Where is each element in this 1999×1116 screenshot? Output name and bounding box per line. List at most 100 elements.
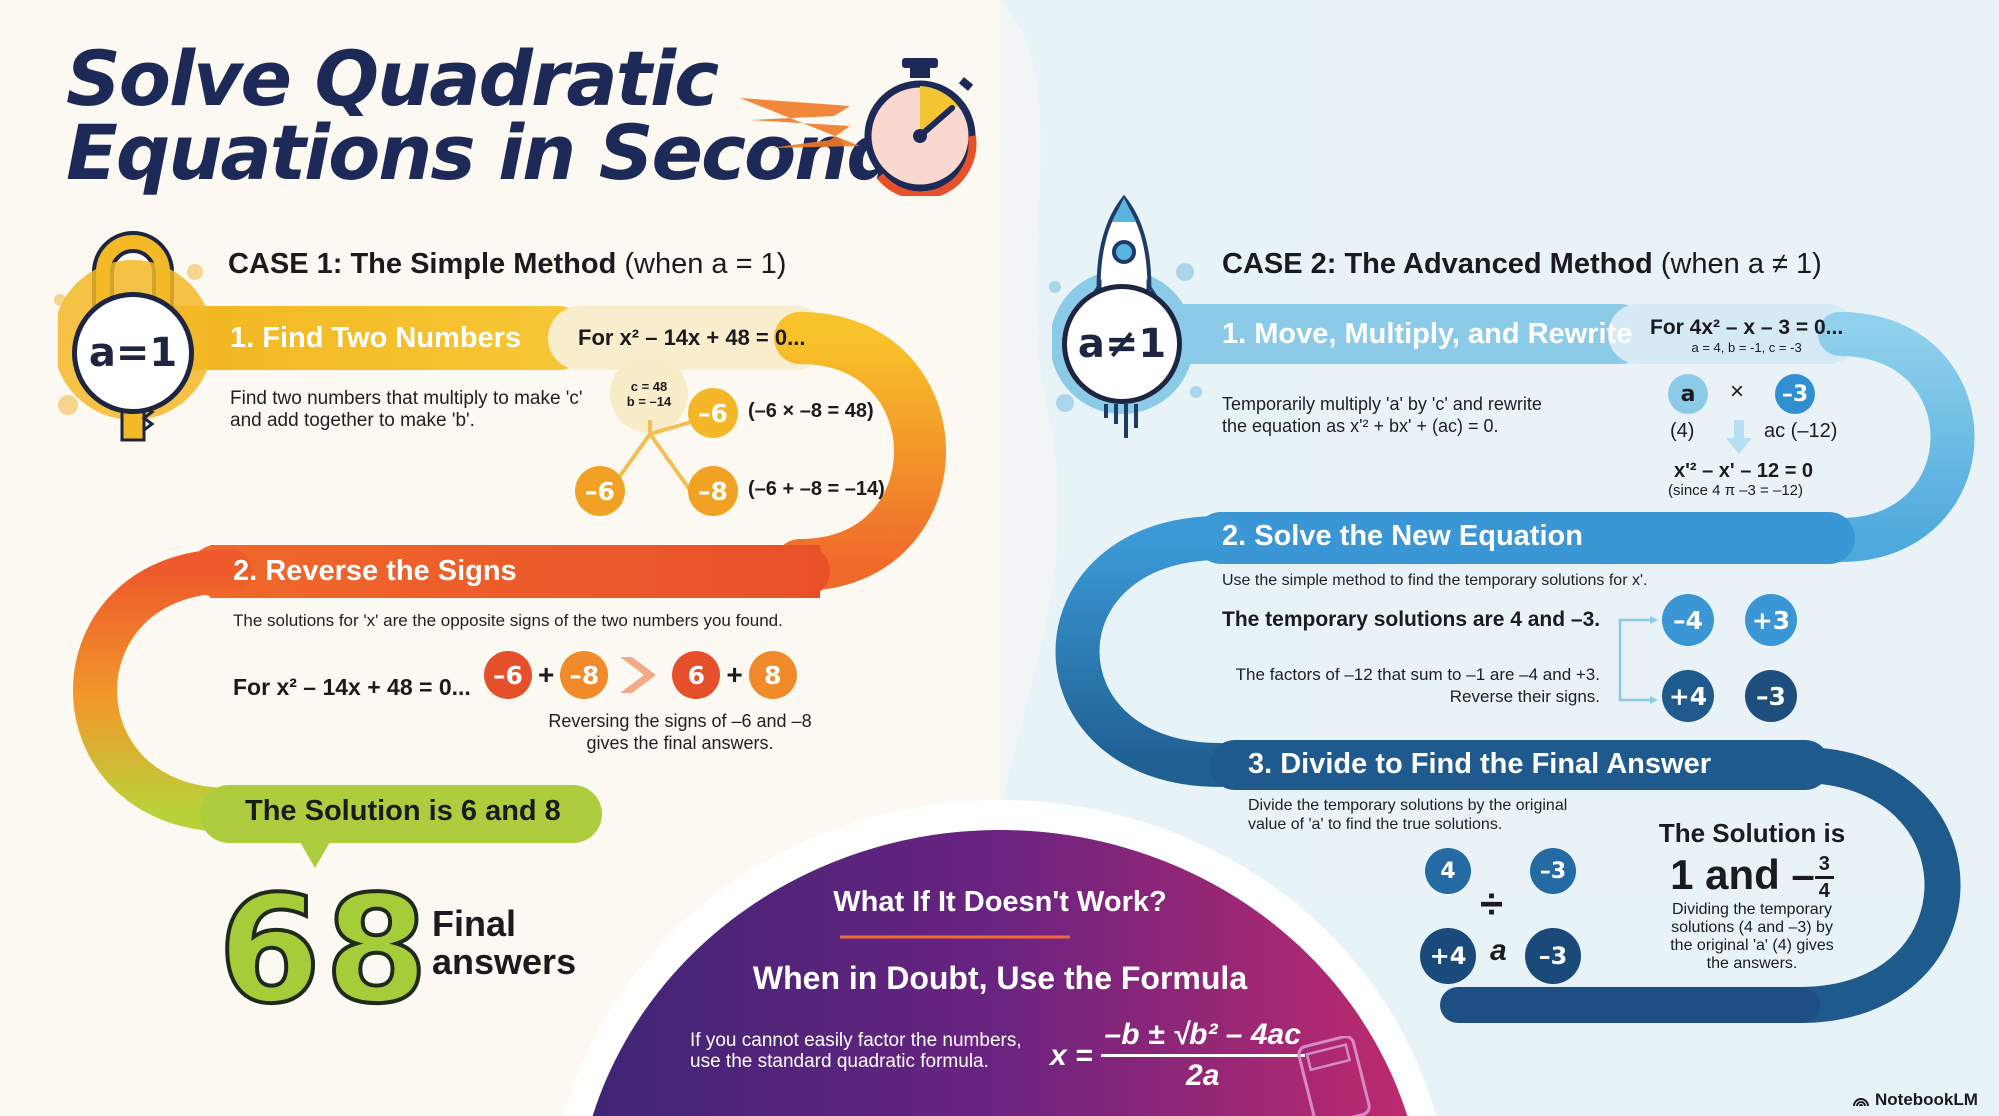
temp-top-left: –4 (1662, 594, 1714, 646)
formula-heading: When in Doubt, Use the Formula (752, 960, 1248, 996)
notebooklm-brand: NotebookLM (1852, 1090, 1978, 1110)
bracket-arrows-icon (1618, 616, 1658, 704)
factors-text: The factors of –12 that sum to –1 are –4… (1200, 664, 1600, 708)
case1-solution-label: The Solution is 6 and 8 (245, 795, 561, 827)
factor-node-left: –6 (575, 466, 625, 516)
case1-badge: a=1 (72, 292, 194, 414)
formula-description: If you cannot easily factor the numbers,… (690, 1030, 1022, 1072)
equation-text: For x² – 14x + 48 = 0... (578, 325, 806, 350)
case1-heading-condition: (when a = 1) (624, 248, 787, 280)
factors-line-2: Reverse their signs. (1449, 687, 1600, 706)
case1-heading: CASE 1: The Simple Method (when a = 1) (228, 248, 786, 281)
times-sign: × (1730, 378, 1745, 405)
caption-line-1: Reversing the signs of –6 and –8 (548, 711, 812, 731)
desc-line-2: value of 'a' to find the true solutions. (1248, 816, 1503, 833)
brand-label: NotebookLM (1875, 1090, 1978, 1109)
rewritten-note: (since 4 π –3 = –12) (1668, 482, 1804, 499)
root-b: b = –14 (626, 394, 672, 409)
formula-denominator: 2a (1186, 1059, 1220, 1092)
temp-bottom-right: –3 (1745, 670, 1797, 722)
quadratic-formula: x = –b ± √b² – 4ac 2a (1050, 1018, 1305, 1093)
case1-heading-bold: CASE 1: The Simple Method (228, 248, 617, 280)
factors-line-1: The factors of –12 that sum to –1 are –4… (1235, 665, 1600, 684)
case1-step2-description: The solutions for 'x' are the opposite s… (233, 611, 783, 630)
case2-step1-description: Temporarily multiply 'a' by 'c' and rewr… (1222, 393, 1542, 437)
answer-digit-8: 8 (323, 864, 430, 1036)
coefficients-text: a = 4, b = -1, c = -3 (1691, 339, 1802, 355)
formula-numerator: –b ± √b² – 4ac (1100, 1018, 1305, 1057)
formula-lhs: x = (1050, 1038, 1093, 1072)
stopwatch-icon (740, 58, 977, 196)
temp-top-right: +3 (1745, 594, 1797, 646)
caption-final: Final (432, 903, 517, 944)
arrow-down-icon (1726, 420, 1752, 454)
chevron-right-icon (620, 657, 657, 693)
case1-step2-equation: For x² – 14x + 48 = 0... (233, 674, 471, 700)
equation-text: For 4x² – x – 3 = 0... (1650, 315, 1844, 339)
case1-step1-description: Find two numbers that multiply to make '… (230, 388, 583, 431)
case2-step3-label: 3. Divide to Find the Final Answer (1248, 748, 1711, 780)
case2-step2-description: Use the simple method to find the tempor… (1222, 572, 1648, 589)
desc-line-1: If you cannot easily factor the numbers, (690, 1030, 1022, 1051)
product-note: (–6 × –8 = 48) (748, 400, 874, 422)
case2-heading-bold: CASE 2: The Advanced Method (1222, 248, 1653, 280)
case2-step2-label: 2. Solve the New Equation (1222, 520, 1583, 552)
divisor-a: a (1490, 934, 1507, 967)
caption-answers: answers (432, 941, 577, 982)
case2-step1-label: 1. Move, Multiply, and Rewrite (1222, 318, 1633, 350)
notebooklm-logo-icon (1853, 1098, 1869, 1107)
a-circle: a (1668, 374, 1708, 414)
caption-line: the original 'a' (4) gives (1670, 937, 1834, 955)
case2-badge: a≠1 (1062, 284, 1182, 404)
rewritten-equation: x'² – x' – 12 = 0 (1674, 460, 1814, 482)
factor-node-right: –8 (688, 466, 738, 516)
case2-heading: CASE 2: The Advanced Method (when a ≠ 1) (1222, 248, 1822, 281)
six-circle: 6 (672, 651, 721, 699)
desc-line-1: Divide the temporary solutions by the or… (1248, 797, 1568, 814)
page-title: Solve Quadratic Equations in Seconds (66, 34, 944, 191)
divide-bottom-left: +4 (1420, 928, 1476, 984)
desc-line-2: the equation as x'² + bx' + (ac) = 0. (1222, 416, 1499, 436)
divide-top-right: –3 (1530, 848, 1576, 894)
divide-sign: ÷ (1480, 880, 1504, 927)
formula-fraction: –b ± √b² – 4ac 2a (1100, 1018, 1305, 1093)
root-c: c = 48 (630, 379, 668, 394)
factor-node-top: –6 (688, 388, 738, 438)
reversal-caption: Reversing the signs of –6 and –8 gives t… (520, 710, 840, 754)
temp-solutions-text: The temporary solutions are 4 and –3. (1222, 608, 1601, 631)
caption-line-2: gives the final answers. (586, 733, 774, 753)
neg-six-circle: –6 (484, 651, 532, 699)
caption-line: the answers. (1706, 955, 1798, 973)
a-value: (4) (1670, 420, 1695, 442)
title-line-1: Solve Quadratic (66, 34, 719, 123)
ac-value: ac (–12) (1764, 420, 1838, 442)
desc-line-2: use the standard quadratic formula. (690, 1051, 989, 1072)
solution-heading: The Solution is (1658, 818, 1846, 848)
sign-reversal-row: –6 + –8 6 + 8 (484, 650, 797, 700)
plus-sign-2: + (726, 659, 743, 690)
case1-step2-label: 2. Reverse the Signs (233, 555, 517, 587)
eight-circle: 8 (748, 651, 797, 699)
calculator-icon (1297, 1036, 1371, 1116)
case1-step1-equation: For x² – 14x + 48 = 0... (560, 306, 823, 370)
neg-three-circle: –3 (1775, 374, 1815, 414)
case2-step1-equation: For 4x² – x – 3 = 0... a = 4, b = -1, c … (1632, 306, 1861, 364)
solution-caption: Dividing the temporary solutions (4 and … (1652, 901, 1852, 973)
answer-digit-6: 6 (216, 864, 323, 1036)
caption-line: solutions (4 and –3) by (1671, 919, 1833, 937)
caption-line: Dividing the temporary (1671, 901, 1833, 919)
sum-note: (–6 + –8 = –14) (748, 478, 885, 500)
solution-whole: 1 and – (1670, 851, 1815, 898)
final-answers-caption: Final answers (432, 905, 576, 981)
case2-step3-description: Divide the temporary solutions by the or… (1248, 796, 1567, 834)
case1-step1-label: 1. Find Two Numbers (230, 322, 522, 354)
formula-question: What If It Doesn't Work? (833, 886, 1167, 918)
plus-sign: + (538, 659, 555, 690)
desc-line-1: Temporarily multiply 'a' by 'c' and rewr… (1222, 394, 1542, 414)
divide-top-left: 4 (1425, 848, 1471, 894)
neg-eight-circle: –8 (560, 651, 609, 699)
